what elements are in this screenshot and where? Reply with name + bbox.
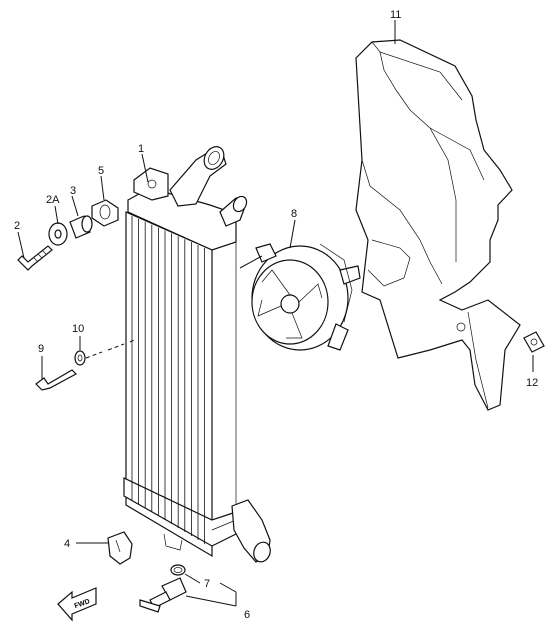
drain-plug-6 bbox=[139, 577, 187, 613]
callout-6: 6 bbox=[244, 609, 250, 621]
gasket-7 bbox=[170, 564, 186, 576]
callout-12: 12 bbox=[526, 377, 538, 389]
callout-11: 11 bbox=[390, 9, 401, 21]
cushion-5 bbox=[91, 199, 119, 227]
clamp-4 bbox=[107, 531, 133, 565]
radiator-cover bbox=[355, 39, 521, 411]
radiator bbox=[123, 146, 271, 563]
callout-8: 8 bbox=[291, 208, 297, 220]
washer-2a bbox=[48, 222, 68, 246]
radiator-fins bbox=[131, 216, 206, 544]
cooling-fan bbox=[251, 243, 361, 351]
clip-12 bbox=[523, 331, 545, 353]
callout-4: 4 bbox=[64, 538, 70, 550]
callout-2a: 2A bbox=[46, 194, 60, 206]
bolt-2 bbox=[17, 245, 53, 271]
leader-lines bbox=[17, 20, 534, 607]
callout-10: 10 bbox=[72, 323, 84, 335]
callout-1: 1 bbox=[138, 143, 144, 155]
callout-5: 5 bbox=[98, 165, 104, 177]
callout-7: 7 bbox=[204, 578, 210, 590]
callout-3: 3 bbox=[70, 185, 76, 197]
callout-9: 9 bbox=[38, 343, 44, 355]
screw-9 bbox=[35, 369, 77, 391]
fwd-arrow-icon: FWD bbox=[57, 587, 97, 622]
callout-2: 2 bbox=[14, 220, 20, 232]
washer-10 bbox=[74, 350, 86, 366]
collar-3 bbox=[69, 215, 93, 239]
